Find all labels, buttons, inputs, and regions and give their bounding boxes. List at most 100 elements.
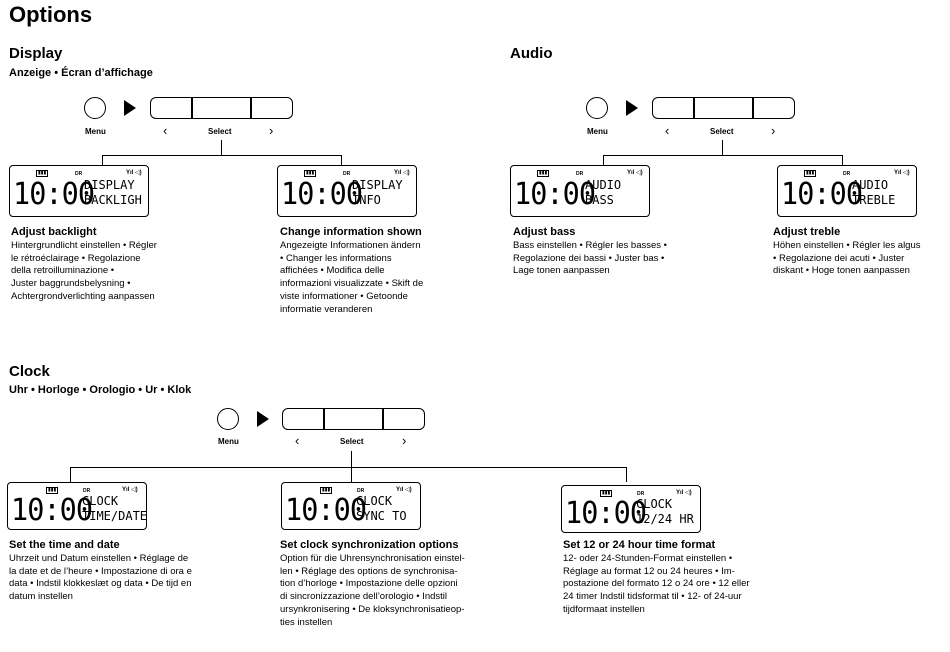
right-button[interactable]	[251, 97, 293, 119]
option-caption: Adjust treble	[773, 226, 841, 238]
option-caption: Set the time and date	[9, 539, 120, 551]
option-caption: Adjust backlight	[11, 226, 97, 238]
lcd-line2: SYNC TO	[356, 509, 407, 523]
chevron-right-icon: ›	[402, 433, 407, 448]
signal-volume-icon: Yıl ◁)	[126, 170, 142, 176]
lcd-time: 10:00	[285, 493, 367, 528]
lcd-screen: ▮▮▮ DR Yıl ◁) 10:00 AUDIO BASS	[510, 165, 650, 217]
lcd-line2: TREBLE	[852, 193, 896, 207]
dr-indicator: DR	[357, 488, 365, 494]
page-title: Options	[9, 2, 93, 27]
right-button[interactable]	[753, 97, 795, 119]
clock-menu-group	[217, 408, 239, 430]
option-description: Höhen einstellen • Régler les algus• Reg…	[773, 240, 921, 277]
battery-icon: ▮▮▮	[304, 170, 317, 177]
display-section-subtitle: Anzeige • Écran d’affichage	[9, 67, 153, 79]
lcd-line1: AUDIO	[585, 178, 622, 192]
lcd-screen: ▮▮▮ DR Yıl ◁) 10:00 DISPLAY INFO	[277, 165, 417, 217]
lcd-screen: ▮▮▮ DR Yıl ◁) 10:00 CLOCK SYNC TO	[281, 482, 421, 530]
option-caption: Set 12 or 24 hour time format	[563, 539, 716, 551]
chevron-left-icon: ‹	[163, 123, 168, 138]
lcd-line2: TIME/DATE	[82, 509, 148, 523]
option-caption: Change information shown	[280, 226, 422, 238]
audio-section-title: Audio	[510, 45, 553, 62]
left-button[interactable]	[150, 97, 192, 119]
left-button[interactable]	[282, 408, 324, 430]
connector-horizontal	[603, 155, 843, 156]
lcd-time: 10:00	[565, 496, 647, 531]
audio-button-bar	[652, 97, 795, 119]
lcd-line1: DISPLAY	[84, 178, 135, 192]
connector-drop	[70, 467, 71, 482]
option-description: Uhrzeit und Datum einstellen • Réglage d…	[9, 553, 192, 603]
play-arrow-icon	[626, 100, 638, 116]
clock-button-bar	[282, 408, 425, 430]
option-description: Angezeigte Informationen ändern• Changer…	[280, 240, 424, 315]
option-description: Option für die Uhrensynchronisation eins…	[280, 553, 465, 628]
signal-volume-icon: Yıl ◁)	[894, 170, 910, 176]
play-arrow-icon	[124, 100, 136, 116]
signal-volume-icon: Yıl ◁)	[627, 170, 643, 176]
chevron-left-icon: ‹	[295, 433, 300, 448]
lcd-line1: CLOCK	[636, 497, 673, 511]
chevron-right-icon: ›	[269, 123, 274, 138]
option-caption: Adjust bass	[513, 226, 576, 238]
lcd-screen: ▮▮▮ DR Yıl ◁) 10:00 CLOCK 12/24 HR	[561, 485, 701, 533]
select-button[interactable]	[694, 97, 753, 119]
clock-section-title: Clock	[9, 363, 50, 380]
lcd-line2: BASS	[585, 193, 614, 207]
menu-button-icon[interactable]	[217, 408, 239, 430]
connector-horizontal	[102, 155, 342, 156]
select-button[interactable]	[192, 97, 251, 119]
lcd-screen: ▮▮▮ DR Yıl ◁) 10:00 AUDIO TREBLE	[777, 165, 917, 217]
dr-indicator: DR	[637, 491, 645, 497]
connector-drop	[842, 155, 843, 165]
display-menu-label: Menu	[85, 127, 106, 136]
select-button[interactable]	[324, 408, 383, 430]
menu-button-icon[interactable]	[586, 97, 608, 119]
lcd-line2: INFO	[352, 193, 381, 207]
battery-icon: ▮▮▮	[320, 487, 333, 494]
battery-icon: ▮▮▮	[804, 170, 817, 177]
connector-drop	[102, 155, 103, 165]
lcd-time: 10:00	[781, 177, 863, 212]
lcd-line2: BACKLIGH	[84, 193, 142, 207]
option-caption: Set clock synchronization options	[280, 539, 459, 551]
clock-select-label: Select	[340, 437, 364, 446]
connector-vertical	[221, 140, 222, 155]
battery-icon: ▮▮▮	[600, 490, 613, 497]
play-arrow-icon	[257, 411, 269, 427]
signal-volume-icon: Yıl ◁)	[396, 487, 412, 493]
connector-horizontal	[70, 467, 627, 468]
clock-section-subtitle: Uhr • Horloge • Orologio • Ur • Klok	[9, 384, 192, 396]
lcd-screen: ▮▮▮ DR Yıl ◁) 10:00 DISPLAY BACKLIGH	[9, 165, 149, 217]
lcd-time: 10:00	[281, 177, 363, 212]
lcd-screen: ▮▮▮ DR Yıl ◁) 10:00 CLOCK TIME/DATE	[7, 482, 147, 530]
connector-drop	[603, 155, 604, 165]
option-description: 12- oder 24-Stunden-Format einstellen •R…	[563, 553, 750, 615]
connector-vertical	[351, 451, 352, 468]
battery-icon: ▮▮▮	[36, 170, 49, 177]
connector-drop	[341, 155, 342, 165]
right-button[interactable]	[383, 408, 425, 430]
connector-vertical	[722, 140, 723, 155]
battery-icon: ▮▮▮	[537, 170, 550, 177]
left-button[interactable]	[652, 97, 694, 119]
display-menu-group	[84, 97, 106, 119]
audio-menu-group	[586, 97, 608, 119]
clock-menu-label: Menu	[218, 437, 239, 446]
display-select-label: Select	[208, 127, 232, 136]
display-section-title: Display	[9, 45, 63, 62]
option-description: Bass einstellen • Régler les basses •Reg…	[513, 240, 667, 277]
lcd-line1: DISPLAY	[352, 178, 403, 192]
lcd-line1: AUDIO	[852, 178, 889, 192]
lcd-time: 10:00	[13, 177, 95, 212]
dr-indicator: DR	[75, 171, 83, 177]
dr-indicator: DR	[576, 171, 584, 177]
lcd-time: 10:00	[514, 177, 596, 212]
menu-button-icon[interactable]	[84, 97, 106, 119]
audio-select-label: Select	[710, 127, 734, 136]
chevron-right-icon: ›	[771, 123, 776, 138]
dr-indicator: DR	[843, 171, 851, 177]
